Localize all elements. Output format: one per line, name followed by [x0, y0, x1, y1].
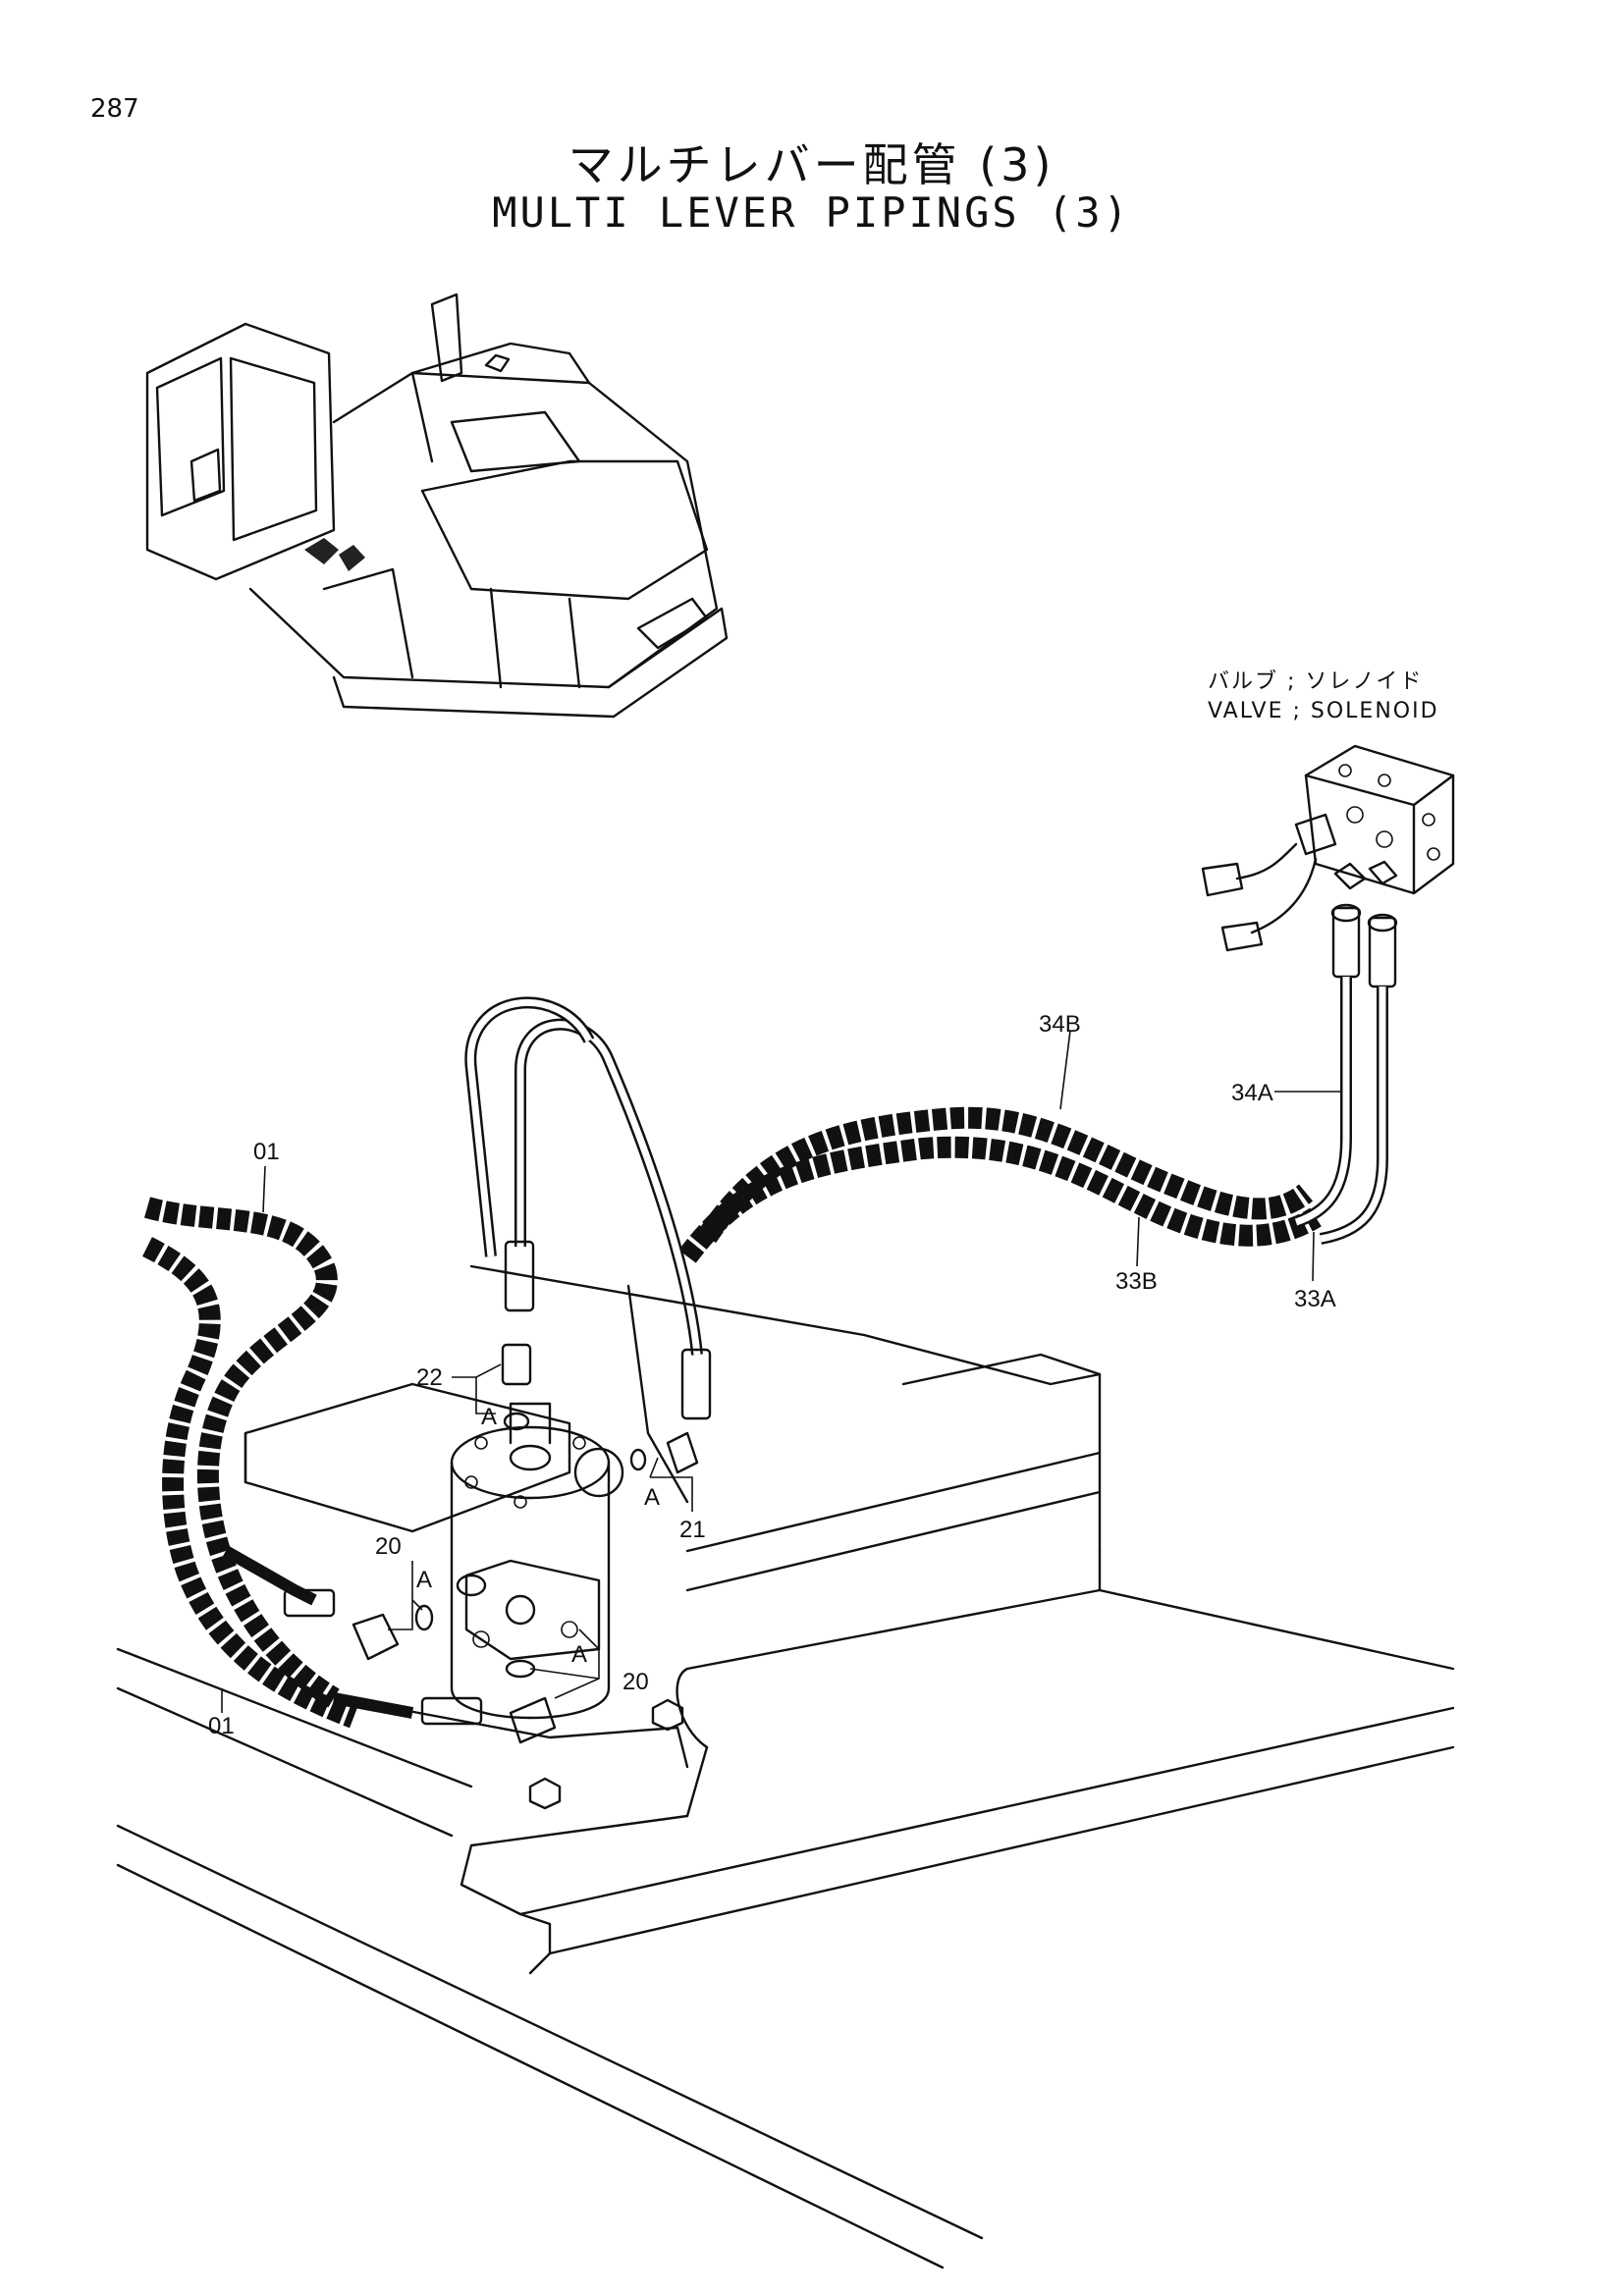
- callout-21: 21: [679, 1517, 706, 1543]
- leader-lines: [221, 1030, 1340, 1713]
- callout-20-left: 20: [375, 1533, 402, 1560]
- machine-frame: [116, 1264, 1455, 2269]
- callout-33B: 33B: [1115, 1268, 1158, 1295]
- callout-34A: 34A: [1231, 1080, 1273, 1106]
- callout-a-2: A: [644, 1484, 661, 1511]
- valve-body: [283, 1343, 699, 1744]
- callout-20-right: 20: [622, 1669, 649, 1695]
- solenoid-valve: [1201, 744, 1455, 988]
- callout-a-1: A: [481, 1404, 498, 1430]
- loop-hose: [464, 996, 712, 1420]
- solenoid-label-en: VALVE ; SOLENOID: [1208, 699, 1439, 723]
- hose-01: [142, 1197, 414, 1729]
- callout-33A: 33A: [1294, 1286, 1336, 1312]
- hose-33B-34B: [678, 1106, 1322, 1263]
- callout-34B: 34B: [1039, 1011, 1081, 1038]
- callout-a-3: A: [416, 1567, 433, 1593]
- callout-22: 22: [416, 1364, 443, 1391]
- callout-01-top: 01: [253, 1139, 280, 1165]
- title-japanese: マルチレバー配管 (3): [568, 138, 1055, 191]
- callout-01-bottom: 01: [208, 1713, 235, 1739]
- solenoid-valve-label: バルブ ; ソレノイド VALVE ; SOLENOID: [1208, 667, 1439, 726]
- title-english: MULTI LEVER PIPINGS (3): [492, 188, 1131, 237]
- excavator-overview: [145, 293, 729, 719]
- page-number: 287: [90, 94, 139, 124]
- hose-33A-34A: [1293, 977, 1388, 1245]
- solenoid-label-jp: バルブ ; ソレノイド: [1208, 669, 1424, 694]
- callout-a-4: A: [571, 1641, 588, 1668]
